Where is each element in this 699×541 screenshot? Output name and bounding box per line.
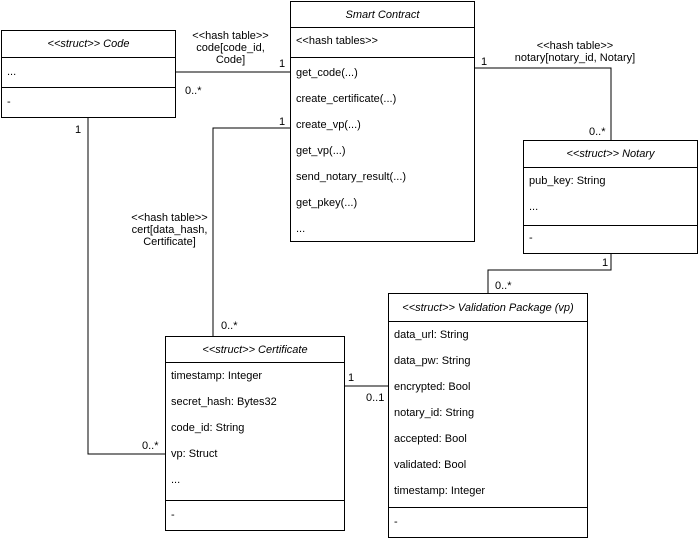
code-certificate-multiplicity-certificate: 0..* bbox=[142, 440, 159, 452]
notary-class-title: <<struct>> Notary bbox=[524, 141, 697, 168]
notary-vp-link bbox=[487, 253, 612, 293]
cert-hash-table-key: cert[data_hash, bbox=[131, 224, 208, 236]
vp-attribute-data-url: data_url: String bbox=[394, 329, 469, 341]
code-hash-table-key: code[code_id, bbox=[196, 42, 265, 54]
vp-attribute-encrypted: encrypted: Bool bbox=[394, 381, 471, 393]
method-get-vp: get_vp(...) bbox=[296, 145, 346, 157]
vp-method: - bbox=[394, 516, 398, 528]
certificate-class-title: <<struct>> Certificate bbox=[166, 337, 344, 363]
notary-hash-table-key: notary[notary_id, Notary] bbox=[514, 52, 636, 64]
method-get-pkey: get_pkey(...) bbox=[296, 197, 358, 209]
smart-contract-attributes: <<hash tables>> bbox=[291, 28, 474, 58]
notary-class: <<struct>> Notary pub_key: String ... - bbox=[523, 140, 698, 254]
certificate-vp-multiplicity-certificate: 1 bbox=[348, 372, 355, 384]
smart-contract-class: Smart Contract <<hash tables>> get_code(… bbox=[290, 1, 475, 242]
contract-notary-multiplicity-notary: 0..* bbox=[589, 126, 606, 138]
vp-attribute-validated: validated: Bool bbox=[394, 459, 467, 471]
code-certificate-link bbox=[87, 117, 165, 455]
certificate-method: - bbox=[171, 509, 175, 521]
code-method: - bbox=[7, 96, 11, 108]
certificate-attribute-more: ... bbox=[171, 474, 181, 486]
notary-attribute-pub-key: pub_key: String bbox=[529, 175, 606, 187]
certificate-vp-multiplicity-vp: 0..1 bbox=[366, 392, 385, 404]
vp-attribute-timestamp: timestamp: Integer bbox=[394, 485, 486, 497]
contract-notary-multiplicity-contract: 1 bbox=[481, 56, 488, 68]
certificate-class-attributes: timestamp: Integer secret_hash: Bytes32 … bbox=[166, 363, 344, 501]
notary-vp-multiplicity-vp: 0..* bbox=[495, 280, 512, 292]
notary-hash-table-stereotype: <<hash table>> bbox=[536, 40, 614, 52]
notary-method: - bbox=[529, 232, 533, 244]
contract-notary-link bbox=[475, 67, 612, 140]
vp-attribute-accepted: accepted: Bool bbox=[394, 433, 467, 445]
vp-attribute-notary-id: notary_id: String bbox=[394, 407, 475, 419]
certificate-attribute-timestamp: timestamp: Integer bbox=[171, 370, 263, 382]
method-more: ... bbox=[296, 223, 306, 235]
method-send-notary-result: send_notary_result(...) bbox=[296, 171, 407, 183]
contract-certificate-multiplicity-certificate: 0..* bbox=[221, 320, 238, 332]
validation-package-title: <<struct>> Validation Package (vp) bbox=[389, 294, 587, 322]
vp-attribute-data-pw: data_pw: String bbox=[394, 355, 471, 367]
contract-certificate-link bbox=[212, 127, 290, 336]
validation-package-class: <<struct>> Validation Package (vp) data_… bbox=[388, 293, 588, 538]
code-hash-table-label: <<hash table>> code[code_id, Code] bbox=[183, 30, 278, 66]
code-class-attributes: ... bbox=[2, 58, 175, 88]
code-attribute: ... bbox=[7, 66, 17, 78]
cert-hash-table-value: Certificate] bbox=[143, 236, 196, 248]
code-contract-multiplicity-code: 0..* bbox=[185, 85, 202, 97]
code-class-title: <<struct>> Code bbox=[2, 31, 175, 58]
notary-class-attributes: pub_key: String ... bbox=[524, 168, 697, 226]
notary-hash-table-label: <<hash table>> notary[notary_id, Notary] bbox=[505, 40, 645, 64]
certificate-attribute-secret-hash: secret_hash: Bytes32 bbox=[171, 396, 277, 408]
method-create-vp: create_vp(...) bbox=[296, 119, 361, 131]
contract-certificate-multiplicity-contract: 1 bbox=[279, 116, 286, 128]
code-hash-table-stereotype: <<hash table>> bbox=[192, 30, 269, 42]
notary-vp-multiplicity-notary: 1 bbox=[602, 257, 609, 269]
cert-hash-table-label: <<hash table>> cert[data_hash, Certifica… bbox=[122, 212, 217, 248]
certificate-attribute-vp: vp: Struct bbox=[171, 448, 218, 460]
smart-contract-attribute: <<hash tables>> bbox=[296, 35, 378, 47]
method-get-code: get_code(...) bbox=[296, 67, 358, 79]
code-class: <<struct>> Code ... - bbox=[1, 30, 176, 118]
code-hash-table-value: Code] bbox=[215, 54, 246, 66]
validation-package-attributes: data_url: String data_pw: String encrypt… bbox=[389, 322, 587, 508]
code-certificate-multiplicity-code: 1 bbox=[75, 124, 82, 136]
smart-contract-title: Smart Contract bbox=[291, 2, 474, 28]
notary-attribute-more: ... bbox=[529, 201, 539, 213]
code-contract-multiplicity-contract: 1 bbox=[279, 58, 286, 70]
cert-hash-table-stereotype: <<hash table>> bbox=[131, 212, 208, 224]
method-create-certificate: create_certificate(...) bbox=[296, 93, 397, 105]
certificate-attribute-code-id: code_id: String bbox=[171, 422, 245, 434]
certificate-class: <<struct>> Certificate timestamp: Intege… bbox=[165, 336, 345, 531]
